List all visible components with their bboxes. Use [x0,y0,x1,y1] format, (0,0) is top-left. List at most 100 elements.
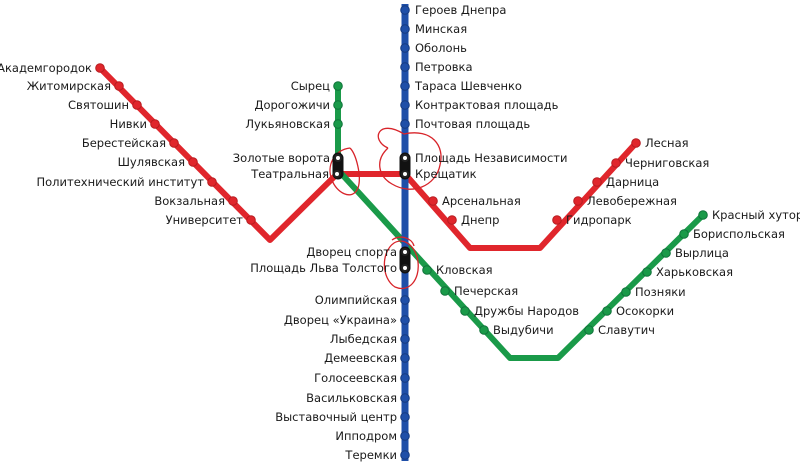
label-берестейская: Берестейская [82,136,166,150]
station-днепр[interactable] [447,215,457,225]
metro-lines [97,4,706,461]
station-лыбедская[interactable] [400,334,410,344]
station-ипподром[interactable] [400,431,410,441]
label-академгородок: Академгородок [0,61,92,75]
label-дворец-украина: Дворец «Украина» [284,313,397,327]
station-кловская[interactable] [422,265,432,275]
station-героев-днепра[interactable] [400,5,410,15]
station-левобережная[interactable] [573,196,583,206]
station-славутич[interactable] [584,325,594,335]
label-минская: Минская [415,22,467,36]
label-дружбы-народов: Дружбы Народов [474,304,579,318]
station-площадь-независимости[interactable] [401,154,409,162]
label-святошин: Святошин [68,98,129,112]
station-житомирская[interactable] [114,81,124,91]
label-теремки: Теремки [344,448,397,462]
label-университет: Университет [166,213,244,227]
station-университет[interactable] [246,215,256,225]
label-петровка: Петровка [415,60,473,74]
label-дарница: Дарница [606,175,659,189]
station-дарница[interactable] [592,177,602,187]
station-вокзальная[interactable] [228,196,238,206]
label-тараса-шевченко: Тараса Шевченко [414,79,522,93]
label-вокзальная: Вокзальная [154,194,225,208]
label-выставочный-центр: Выставочный центр [275,410,397,424]
label-позняки: Позняки [635,285,686,299]
station-красный-хутор[interactable] [698,210,708,220]
label-осокорки: Осокорки [616,304,674,318]
station-петровка[interactable] [400,62,410,72]
station-вырлица[interactable] [661,248,671,258]
station-осокорки[interactable] [602,306,612,316]
station-крещатик[interactable] [401,170,409,178]
station-дворец-спорта[interactable] [401,248,409,256]
station-labels: Героев ДнепраМинскаяОболоньПетровкаТарас… [0,3,800,462]
stations [95,5,708,460]
label-нивки: Нивки [110,117,147,131]
station-политехнический-институт[interactable] [207,177,217,187]
station-выдубичи[interactable] [479,325,489,335]
label-дворец-спорта: Дворец спорта [306,245,397,259]
station-выставочный-центр[interactable] [400,412,410,422]
station-олимпийская[interactable] [400,295,410,305]
label-вырлица: Вырлица [675,246,729,260]
label-славутич: Славутич [598,323,655,337]
station-васильковская[interactable] [400,393,410,403]
station-почтовая-площадь[interactable] [400,119,410,129]
station-театральная[interactable] [333,170,341,178]
label-васильковская: Васильковская [306,391,397,405]
label-черниговская: Черниговская [625,156,709,170]
hand-circle-center [377,127,442,190]
station-тараса-шевченко[interactable] [400,81,410,91]
label-героев-днепра: Героев Днепра [415,3,506,17]
station-оболонь[interactable] [400,43,410,53]
station-дорогожичи[interactable] [333,100,343,110]
label-контрактовая-площадь: Контрактовая площадь [415,98,559,112]
label-выдубичи: Выдубичи [493,323,554,337]
label-голосеевская: Голосеевская [314,371,397,385]
label-лесная: Лесная [645,136,689,150]
station-демеевская[interactable] [400,353,410,363]
station-золотые-ворота[interactable] [334,154,342,162]
label-крещатик: Крещатик [415,167,477,181]
label-почтовая-площадь: Почтовая площадь [415,117,530,131]
hand-circle-sport [383,236,419,290]
label-золотые-ворота: Золотые ворота [233,151,330,165]
station-сырец[interactable] [333,81,343,91]
label-красный-хутор: Красный хутор [712,208,800,222]
label-театральная: Театральная [250,167,329,181]
station-харьковская[interactable] [642,267,652,277]
station-контрактовая-площадь[interactable] [400,100,410,110]
station-нивки[interactable] [150,119,160,129]
label-печерская: Печерская [454,284,518,298]
station-площадь-льва-толстого[interactable] [401,264,409,272]
label-дорогожичи: Дорогожичи [254,98,330,112]
station-шулявская[interactable] [188,157,198,167]
station-святошин[interactable] [132,100,142,110]
station-дворец-украина[interactable] [400,315,410,325]
station-дружбы-народов[interactable] [460,306,470,316]
station-минская[interactable] [400,24,410,34]
station-гидропарк[interactable] [552,215,562,225]
label-бориспольская: Бориспольская [693,227,785,241]
station-берестейская[interactable] [169,138,179,148]
station-теремки[interactable] [400,450,410,460]
station-печерская[interactable] [440,286,450,296]
label-политехнический-институт: Политехнический институт [36,175,204,189]
station-лукьяновская[interactable] [333,119,343,129]
station-арсенальная[interactable] [428,196,438,206]
station-черниговская[interactable] [611,158,621,168]
label-арсенальная: Арсенальная [442,194,521,208]
label-шулявская: Шулявская [118,155,185,169]
label-левобережная: Левобережная [587,194,677,208]
station-бориспольская[interactable] [679,229,689,239]
label-сырец: Сырец [291,79,330,93]
label-площадь-льва-толстого: Площадь Льва Толстого [250,261,397,275]
station-академгородок[interactable] [95,63,105,73]
label-лыбедская: Лыбедская [330,332,397,346]
label-кловская: Кловская [436,263,493,277]
station-голосеевская[interactable] [400,373,410,383]
station-позняки[interactable] [621,287,631,297]
station-лесная[interactable] [631,138,641,148]
